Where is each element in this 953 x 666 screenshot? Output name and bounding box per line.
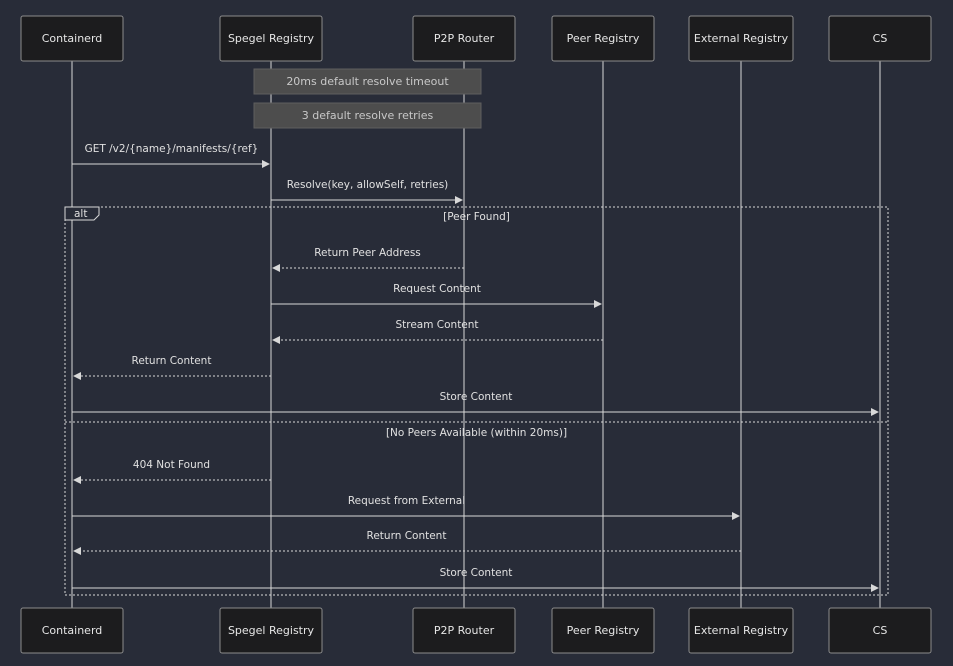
actor-peer-bottom: Peer Registry xyxy=(551,607,655,654)
arrowhead-icon xyxy=(73,547,81,555)
actor-spegel-top: Spegel Registry xyxy=(219,15,323,62)
alt-frame-tab xyxy=(64,206,100,221)
actor-label: CS xyxy=(873,624,888,637)
actor-label: External Registry xyxy=(694,624,789,637)
message-4: Stream Content xyxy=(272,319,603,344)
actor-box xyxy=(219,15,323,62)
actor-box xyxy=(828,607,932,654)
note-box xyxy=(253,68,482,95)
arrowhead-icon xyxy=(73,372,81,380)
arrowhead-icon xyxy=(594,300,602,308)
message-label: GET /v2/{name}/manifests/{ref} xyxy=(85,143,259,155)
alt-condition-1: [No Peers Available (within 20ms)] xyxy=(386,427,567,439)
actor-box xyxy=(828,15,932,62)
message-0: GET /v2/{name}/manifests/{ref} xyxy=(72,143,270,168)
actor-label: Peer Registry xyxy=(567,32,640,45)
note-0: 20ms default resolve timeout xyxy=(253,68,482,95)
message-label: Stream Content xyxy=(395,319,478,331)
actor-spegel-bottom: Spegel Registry xyxy=(219,607,323,654)
actor-containerd-top: Containerd xyxy=(20,15,124,62)
actor-box xyxy=(20,607,124,654)
actor-containerd-bottom: Containerd xyxy=(20,607,124,654)
note-1: 3 default resolve retries xyxy=(253,102,482,129)
message-6: Store Content xyxy=(72,391,879,416)
arrowhead-icon xyxy=(455,196,463,204)
alt-frame-border xyxy=(64,206,889,596)
message-label: Request Content xyxy=(393,283,481,295)
message-1: Resolve(key, allowSelf, retries) xyxy=(271,179,463,204)
note-box xyxy=(253,102,482,129)
message-7: 404 Not Found xyxy=(73,459,271,484)
message-label: 404 Not Found xyxy=(133,459,210,471)
message-label: Request from External xyxy=(348,495,465,507)
message-10: Store Content xyxy=(72,567,879,592)
actor-router-bottom: P2P Router xyxy=(412,607,516,654)
message-label: Return Content xyxy=(367,530,447,542)
actor-router-top: P2P Router xyxy=(412,15,516,62)
alt-frame-label: alt xyxy=(74,208,87,220)
message-8: Request from External xyxy=(72,495,740,520)
actor-label: Containerd xyxy=(42,32,103,45)
actor-label: CS xyxy=(873,32,888,45)
actor-box xyxy=(412,15,516,62)
message-2: Return Peer Address xyxy=(272,247,464,272)
actor-box xyxy=(688,15,794,62)
alt-condition-0: [Peer Found] xyxy=(443,211,510,223)
actor-external-top: External Registry xyxy=(688,15,794,62)
message-label: Return Peer Address xyxy=(314,247,421,259)
actor-box xyxy=(20,15,124,62)
actor-label: External Registry xyxy=(694,32,789,45)
actor-box xyxy=(551,607,655,654)
actor-label: Containerd xyxy=(42,624,103,637)
note-text: 3 default resolve retries xyxy=(302,109,434,122)
arrowhead-icon xyxy=(732,512,740,520)
actor-label: P2P Router xyxy=(434,32,495,45)
actor-peer-top: Peer Registry xyxy=(551,15,655,62)
message-label: Resolve(key, allowSelf, retries) xyxy=(287,179,449,191)
actor-box xyxy=(412,607,516,654)
alt-frame: alt [Peer Found] [No Peers Available (with… xyxy=(64,206,889,596)
message-label: Return Content xyxy=(132,355,212,367)
message-5: Return Content xyxy=(73,355,271,380)
actor-box xyxy=(688,607,794,654)
arrowhead-icon xyxy=(272,264,280,272)
arrowhead-icon xyxy=(262,160,270,168)
message-label: Store Content xyxy=(440,391,513,403)
actor-label: Peer Registry xyxy=(567,624,640,637)
message-3: Request Content xyxy=(271,283,602,308)
actor-external-bottom: External Registry xyxy=(688,607,794,654)
actor-cs-bottom: CS xyxy=(828,607,932,654)
actor-label: P2P Router xyxy=(434,624,495,637)
arrowhead-icon xyxy=(871,584,879,592)
actor-box xyxy=(551,15,655,62)
actor-box xyxy=(219,607,323,654)
actor-label: Spegel Registry xyxy=(228,624,315,637)
arrowhead-icon xyxy=(871,408,879,416)
actor-cs-top: CS xyxy=(828,15,932,62)
actor-label: Spegel Registry xyxy=(228,32,315,45)
message-9: Return Content xyxy=(73,530,741,555)
arrowhead-icon xyxy=(73,476,81,484)
message-label: Store Content xyxy=(440,567,513,579)
note-text: 20ms default resolve timeout xyxy=(286,75,449,88)
arrowhead-icon xyxy=(272,336,280,344)
